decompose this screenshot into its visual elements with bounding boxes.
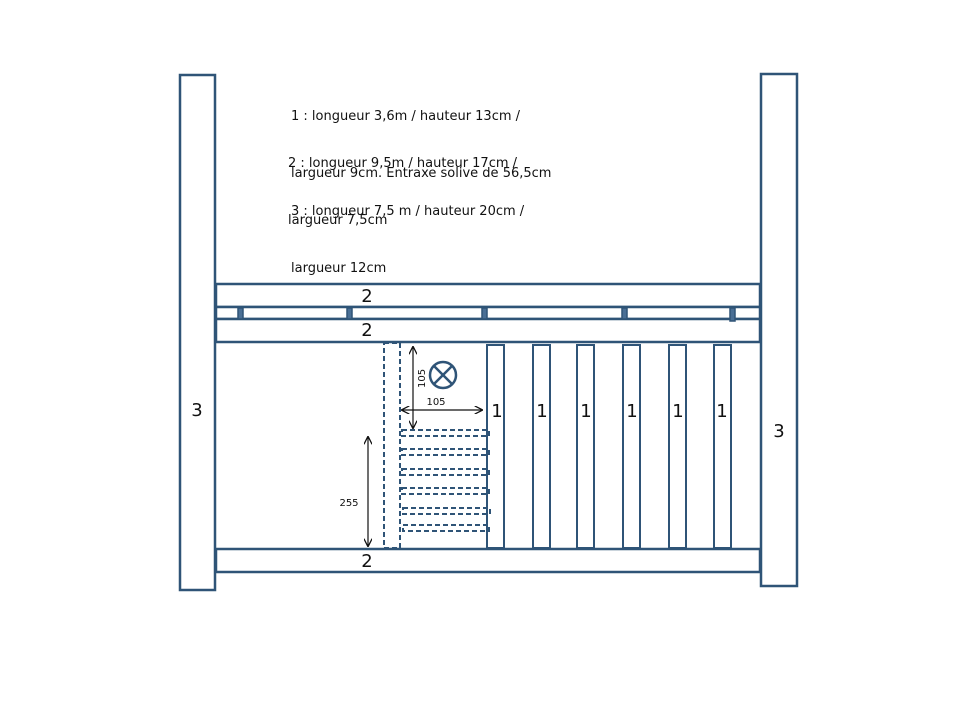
label-beam-top-b: 2 [361,320,372,341]
spacer-block [481,307,488,320]
beam-spacer-gap [214,305,762,321]
joist [668,344,687,549]
label-post-left: 3 [191,400,202,421]
label-joist: 1 [491,401,502,422]
note-3-line-1: 3 : longueur 7,5 m / hauteur 20cm / [291,204,525,219]
label-joist: 1 [580,401,591,422]
joist [576,344,595,549]
post-right [759,72,799,588]
note-3-line-2: largueur 12cm [291,261,387,276]
dim-stair-height: 255 [339,498,358,509]
stair-tread-dashed [401,468,490,476]
note-item-1: 1 : longueur 3,6m / hauteur 13cm / largu… [291,69,551,221]
note-2-line-1: 2 : longueur 9,5m / hauteur 17cm / [288,156,518,171]
spacer-block [346,307,353,320]
beam-bottom [214,547,762,574]
note-1-line-1: 1 : longueur 3,6m / hauteur 13cm / [291,109,521,124]
label-joist: 1 [672,401,683,422]
post-left [178,73,217,592]
joist [713,344,732,549]
joist [486,344,505,549]
stair-tread-dashed [401,448,490,456]
stair-tread-dashed [401,487,490,495]
label-beam-bottom: 2 [361,551,372,572]
joist [622,344,641,549]
note-item-3: 3 : longueur 7,5 m / hauteur 20cm / larg… [291,164,524,316]
spacer-block [729,307,736,322]
stair-tread-dashed [402,524,490,532]
trimmer-dashed [383,342,401,549]
beam-top-outer [214,282,762,309]
stair-tread-dashed [401,429,490,437]
note-2-line-2: largueur 7,5cm [288,213,388,228]
spacer-block [237,307,244,320]
joist [532,344,551,549]
note-item-2: 2 : longueur 9,5m / hauteur 17cm / largu… [288,116,517,268]
dim-opening-width: 105 [426,397,445,408]
dim-opening-height: 105 [417,369,428,388]
circle-x-icon [428,360,458,390]
beam-top-inner [214,317,762,344]
label-post-right: 3 [773,421,784,442]
note-1-line-2: largueur 9cm. Entraxe solive de 56,5cm [291,166,552,181]
label-beam-top-a: 2 [361,286,372,307]
label-joist: 1 [536,401,547,422]
stair-tread-dashed [402,507,491,515]
spacer-block [621,307,628,320]
label-joist: 1 [716,401,727,422]
label-joist: 1 [626,401,637,422]
